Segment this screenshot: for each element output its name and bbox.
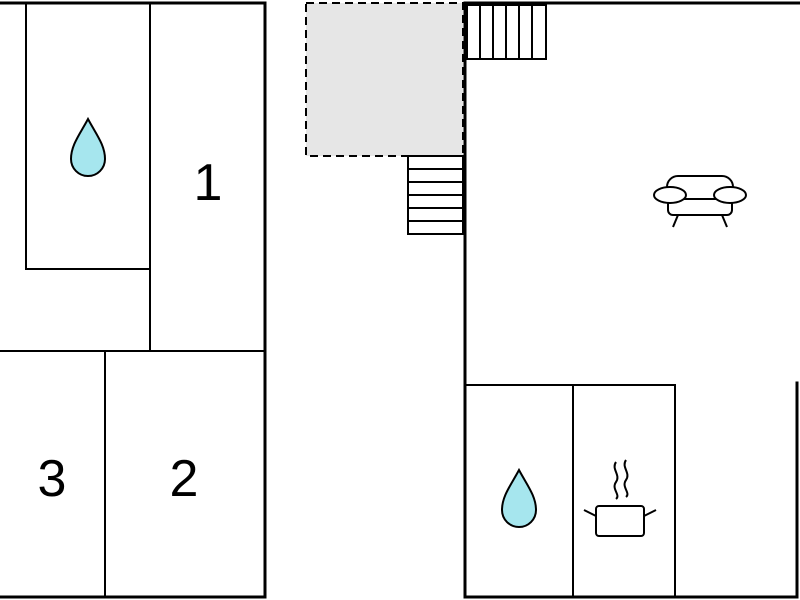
bathroom-upper-wall [25, 3, 150, 270]
outside-stairs-icon [407, 155, 464, 235]
left-unit: 1 3 2 [0, 1, 267, 599]
room-3-label: 3 [38, 450, 67, 508]
stairs-icon [466, 4, 547, 60]
room-1-label: 1 [194, 154, 223, 212]
left-unit-outer-wall [0, 1, 267, 599]
right-unit-outer-wall [463, 1, 800, 599]
terrace-area [305, 2, 464, 157]
sofa-icon [653, 175, 747, 228]
water-drop-icon [69, 116, 107, 177]
right-unit [463, 1, 800, 599]
water-drop-icon [500, 467, 538, 528]
cooking-pot-icon [583, 459, 657, 537]
room-2-label: 2 [170, 450, 199, 508]
bathroom-kitchen-walls [465, 384, 676, 597]
